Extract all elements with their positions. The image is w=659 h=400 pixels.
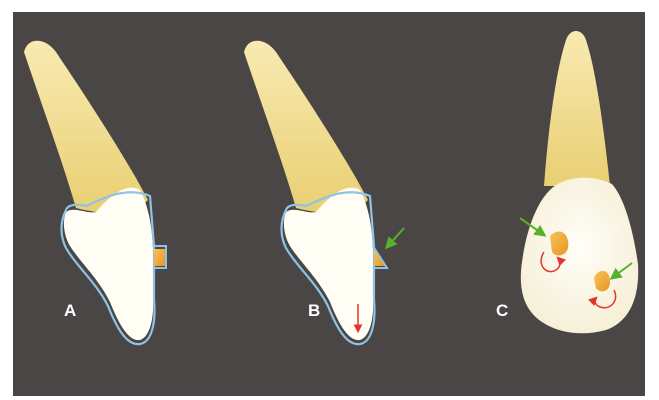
rotation-attachment [550,232,568,256]
panel-label-c: C [496,301,508,320]
panel-label-a: A [64,301,76,320]
attachment [154,249,165,266]
panel-label-b: B [308,301,320,320]
